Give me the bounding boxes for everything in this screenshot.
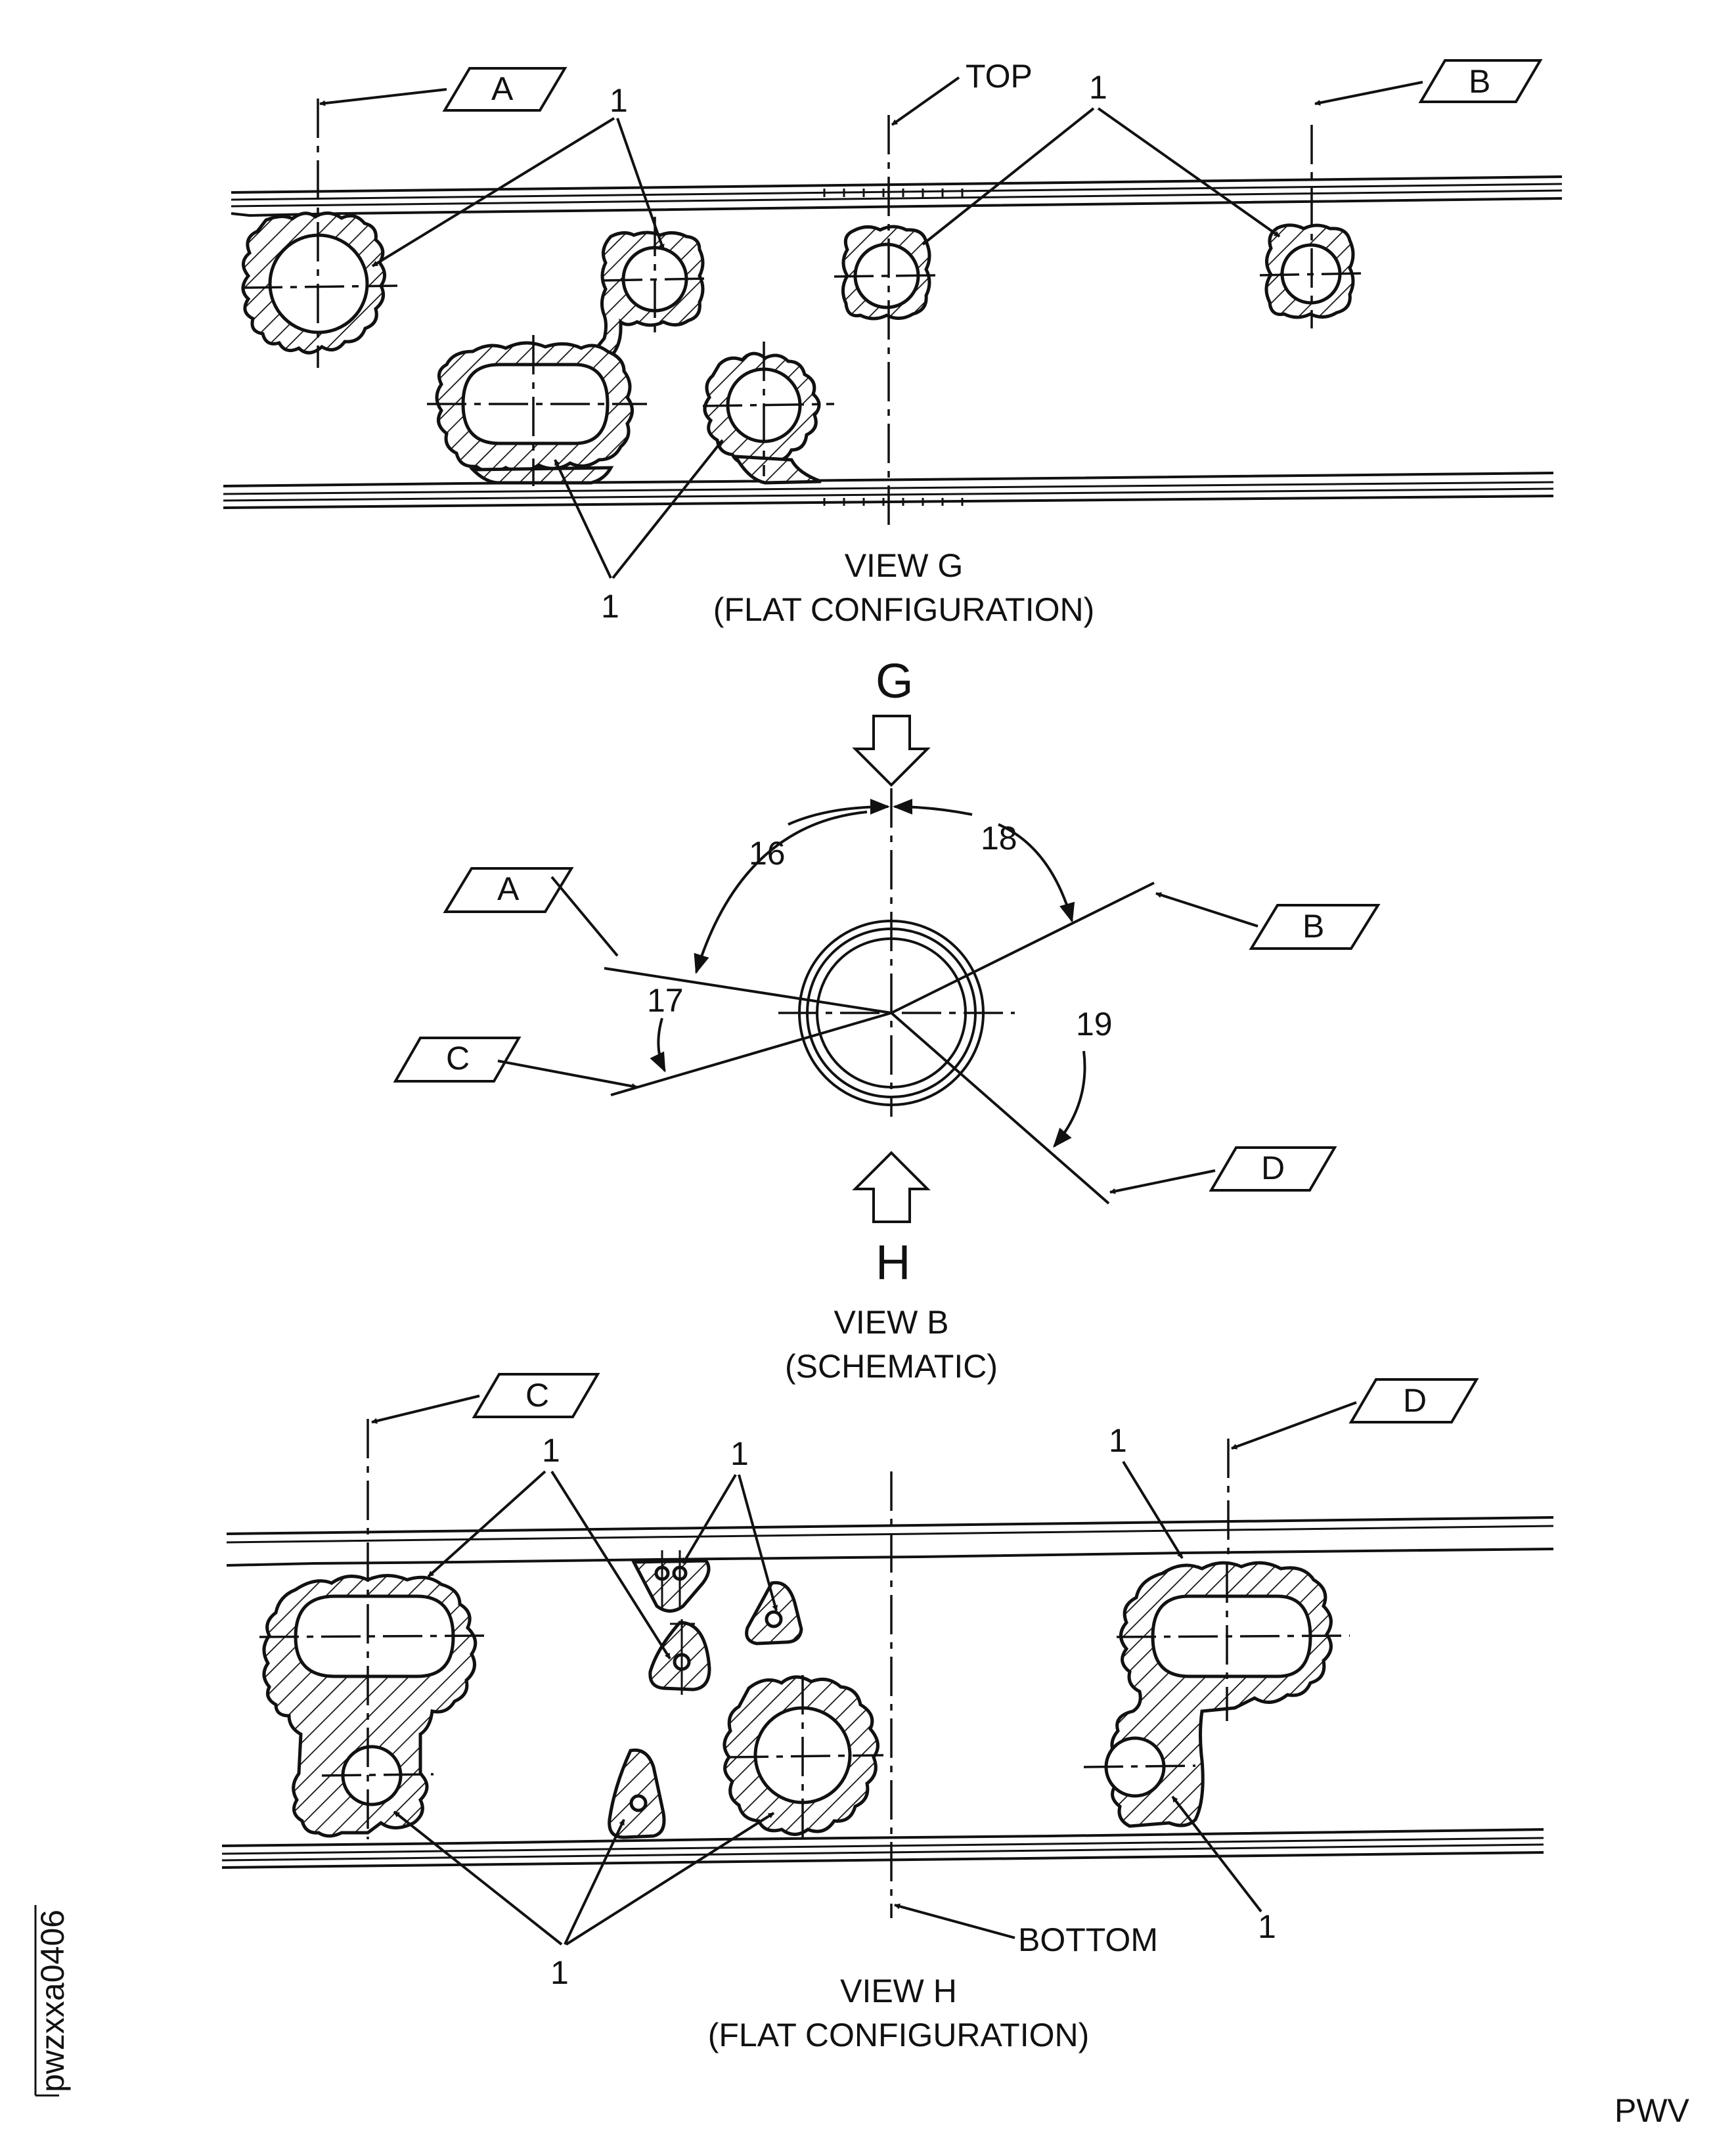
view-h-item-label-5: 1 [550, 1954, 569, 1991]
arrow-h [852, 1151, 931, 1223]
view-h-item-label-2: 1 [730, 1435, 749, 1472]
view-b-flag-c: C [393, 1037, 638, 1089]
view-h-left-tube-assembly [259, 1419, 490, 1839]
angle-label-16: 16 [749, 835, 786, 872]
angle-arc-18-b [893, 799, 973, 816]
flag-d-text: D [1403, 1382, 1427, 1419]
view-b: G H 16 18 17 19 A [393, 654, 1381, 1385]
view-h-triangle-boss-2 [648, 1619, 711, 1695]
view-h-bottom-wall [221, 1828, 1544, 1869]
view-g-item-label-bottom: 1 [601, 588, 619, 625]
radial-line-a [604, 967, 892, 1014]
arrow-h-label: H [876, 1235, 910, 1289]
view-g-title: VIEW G [845, 547, 964, 584]
view-g-item-label-top-right: 1 [1089, 69, 1107, 106]
view-g-flag-a: A [319, 67, 568, 112]
view-h-large-tube [723, 1675, 884, 1839]
corner-code: PWV [1614, 2092, 1690, 2129]
view-g-flag-b: B [1314, 59, 1543, 106]
radial-line-c [610, 1012, 892, 1096]
view-g: TOP A B 1 1 1 VIEW G (FLAT CONFIGURATION… [223, 58, 1563, 628]
view-g-oval-tube [427, 335, 647, 486]
top-leader [891, 76, 960, 126]
view-h-top-wall [226, 1516, 1554, 1567]
figure-id: pwzxxa0406 [34, 1905, 71, 2097]
view-h-title: VIEW H [840, 1973, 957, 2009]
radial-line-d [890, 1012, 1110, 1205]
view-b-flag-b: B [1155, 892, 1381, 950]
view-h-flag-c: C [371, 1373, 600, 1424]
flag-b-text: B [1469, 63, 1490, 100]
view-h-item-label-1: 1 [542, 1432, 560, 1469]
view-g-square-tube-1 [589, 217, 710, 370]
view-g-top-wall [231, 175, 1563, 217]
angle-arc-16 [694, 811, 868, 974]
svg-text:C: C [446, 1040, 470, 1077]
arrow-g [852, 715, 931, 787]
view-h-subtitle: (FLAT CONFIGURATION) [708, 2017, 1090, 2053]
svg-text:A: A [497, 870, 520, 907]
view-h-triangle-boss-4 [608, 1748, 666, 1839]
flag-a-text: A [491, 70, 514, 107]
flag-c-text: C [525, 1377, 549, 1414]
view-h-triangle-boss-1 [631, 1550, 711, 1613]
svg-text:B: B [1302, 908, 1324, 945]
view-h-flag-d: D [1231, 1378, 1479, 1450]
view-g-square-tube-3 [1259, 125, 1367, 328]
angle-label-17: 17 [647, 982, 684, 1019]
angle-arc-18 [998, 823, 1075, 923]
bottom-label: BOTTOM [1018, 1921, 1158, 1958]
top-label: TOP [966, 58, 1033, 95]
view-b-title: VIEW B [834, 1304, 948, 1341]
view-h-item-label-3: 1 [1109, 1422, 1127, 1459]
view-b-outer-circle [798, 920, 985, 1106]
angle-arc-19 [1053, 1050, 1086, 1148]
view-g-item-label-top-left: 1 [610, 82, 628, 119]
figure-id-text: pwzxxa0406 [34, 1910, 71, 2092]
radial-line-b [891, 882, 1155, 1014]
view-h-item-label-4: 1 [1258, 1908, 1276, 1945]
view-b-flag-d: D [1109, 1146, 1337, 1194]
angle-arc-16-b [788, 799, 890, 826]
view-b-middle-circle [806, 928, 977, 1098]
arrow-g-label: G [876, 654, 914, 708]
angle-label-18: 18 [981, 820, 1017, 857]
view-b-flag-a: A [443, 867, 619, 957]
view-b-subtitle: (SCHEMATIC) [785, 1348, 998, 1385]
angle-label-19: 19 [1076, 1006, 1113, 1042]
view-g-small-bulge-tube [702, 342, 835, 485]
view-b-inner-circle [816, 937, 967, 1088]
svg-text:D: D [1261, 1150, 1285, 1186]
view-g-subtitle: (FLAT CONFIGURATION) [713, 591, 1095, 628]
view-h-triangle-boss-3 [745, 1580, 803, 1646]
view-g-square-tube-2 [834, 225, 940, 321]
view-g-large-tube [241, 99, 398, 368]
angle-arc-17 [650, 1018, 666, 1073]
view-h-right-tube-assembly [1083, 1439, 1350, 1828]
bottom-leader [894, 1903, 1015, 1939]
view-h: BOTTOM C D 1 1 1 1 1 VIEW H (FLAT CONFIG [221, 1373, 1554, 2053]
